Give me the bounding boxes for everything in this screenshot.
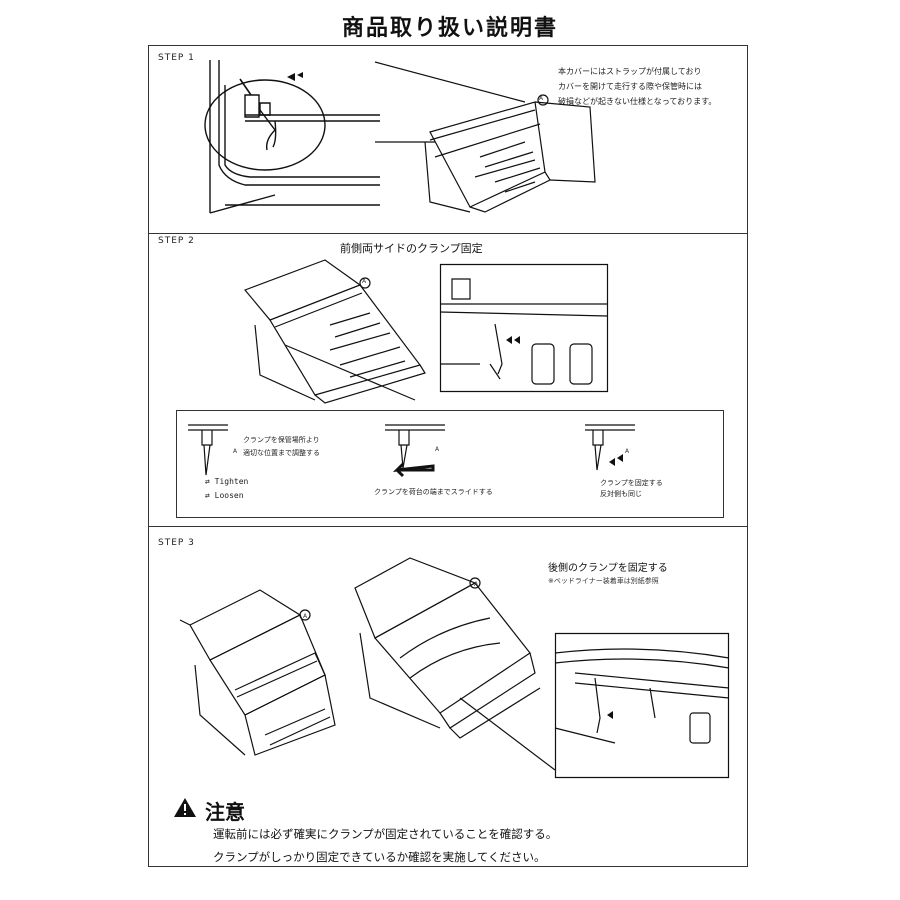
step2-truck-bed-illustration bbox=[240, 255, 440, 405]
step3-heading: 後側のクランプを固定する bbox=[548, 563, 668, 574]
caution-title: 注意 bbox=[205, 800, 245, 824]
step3-label: STEP 3 bbox=[158, 538, 195, 548]
step2-marker-a: A bbox=[362, 278, 367, 285]
step-divider-2 bbox=[148, 526, 748, 527]
loosen-arrows-icon: ⇄ bbox=[205, 491, 215, 500]
step2-substep3-line: 反対側も同じ bbox=[600, 490, 642, 498]
step3-marker-a-left: A bbox=[303, 613, 308, 620]
tighten-legend: ⇄ Tighten bbox=[205, 477, 248, 486]
step1-label: STEP 1 bbox=[158, 53, 195, 63]
step2-substep1-text: クランプを保管場所より 適切な位置まで調整する bbox=[243, 434, 320, 460]
step1-description-line: 破損などが起きない仕様となっております。 bbox=[558, 97, 717, 106]
step2-heading: 前側両サイドのクランプ固定 bbox=[340, 242, 483, 255]
step2-substep2-marker: A bbox=[435, 446, 440, 453]
step3-truck-cover-closed-illustration bbox=[340, 548, 555, 770]
caution-line: 運転前には必ず確実にクランプが固定されていることを確認する。 bbox=[213, 827, 558, 841]
tighten-arrows-icon: ⇄ bbox=[205, 477, 215, 486]
tighten-label: Tighten bbox=[214, 477, 249, 486]
step-divider-1 bbox=[148, 233, 748, 234]
step2-substep3-text: クランプを固定する 反対側も同じ bbox=[600, 478, 663, 500]
step1-description: 本カバーにはストラップが付属しており カバーを開けて走行する際や保管時には 破損… bbox=[558, 64, 716, 109]
step1-description-line: カバーを開けて走行する際や保管時には bbox=[558, 82, 702, 91]
loosen-label: Loosen bbox=[214, 491, 244, 500]
step1-closeup-illustration bbox=[205, 55, 385, 215]
step2-substep1-line: クランプを保管場所より bbox=[243, 436, 320, 444]
step2-substeps-box bbox=[176, 410, 724, 518]
step3-marker-a-right: A bbox=[474, 581, 479, 588]
step3-rear-clamp-closeup-illustration bbox=[555, 633, 729, 778]
page-title: 商品取り扱い説明書 bbox=[341, 16, 558, 41]
step2-substep3-line: クランプを固定する bbox=[600, 479, 663, 487]
step2-clamp-closeup-illustration bbox=[440, 264, 608, 392]
step2-substep3-marker: A bbox=[625, 448, 630, 455]
step1-marker-a: A bbox=[539, 95, 544, 102]
step2-substep3-clamp-icon bbox=[585, 420, 635, 478]
loosen-legend: ⇄ Loosen bbox=[205, 491, 244, 500]
step2-substep1-line: 適切な位置まで調整する bbox=[243, 449, 320, 457]
step2-substep1-marker: A bbox=[233, 448, 238, 455]
step2-substep1-clamp-icon bbox=[188, 420, 228, 478]
step1-description-line: 本カバーにはストラップが付属しており bbox=[558, 67, 702, 76]
caution-line: クランプがしっかり固定できているか確認を実施してください。 bbox=[213, 850, 546, 864]
step2-label: STEP 2 bbox=[158, 236, 195, 246]
warning-icon bbox=[174, 798, 196, 817]
step2-substep2-text: クランプを荷台の端までスライドする bbox=[374, 488, 493, 496]
step3-truck-cover-open-illustration bbox=[175, 585, 340, 760]
step1-truck-bed-illustration bbox=[375, 62, 610, 217]
step2-substep2-clamp-icon bbox=[385, 420, 445, 478]
instruction-frame bbox=[148, 45, 748, 867]
step3-note: ※ベッドライナー装着車は別紙参照 bbox=[548, 577, 659, 585]
